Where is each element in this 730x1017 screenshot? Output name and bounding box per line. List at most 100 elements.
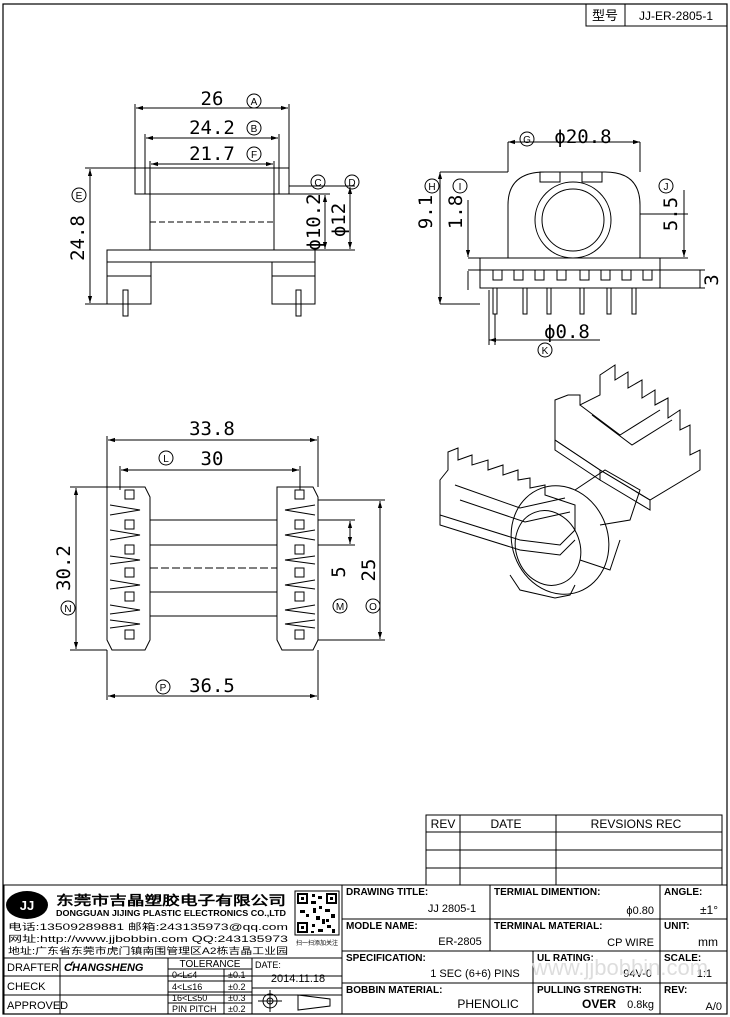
tolerance-value-2: ±0.2 xyxy=(228,982,245,992)
model-name-label: MODLE NAME: xyxy=(346,921,418,932)
mark-k: K xyxy=(542,346,549,357)
terminal-material-label: TERMINAL MATERIAL: xyxy=(494,921,603,932)
terminal-dimension-value: ϕ0.80 xyxy=(626,905,654,917)
unit-label: UNIT: xyxy=(664,921,690,932)
model-number-box: 型号 JJ-ER-2805-1 xyxy=(585,3,728,27)
drafter-label: DRAFTER xyxy=(7,962,59,974)
drawing-title-value: JJ 2805-1 xyxy=(428,903,476,915)
mark-e: E xyxy=(76,191,83,202)
title-block xyxy=(3,884,728,1015)
dim-5-5: 5.5 xyxy=(660,197,682,231)
dim-phi-12: ϕ12 xyxy=(328,203,350,237)
mark-h: H xyxy=(428,182,435,193)
side-view xyxy=(85,104,355,317)
mark-o: O xyxy=(369,602,377,613)
top-view xyxy=(70,436,385,700)
angle-label: ANGLE: xyxy=(664,887,702,898)
mark-a: A xyxy=(251,97,258,108)
check-label: CHECK xyxy=(7,981,46,993)
unit-value: mm xyxy=(698,935,718,949)
rev-value: A/0 xyxy=(705,1001,722,1013)
mark-m: M xyxy=(336,602,344,613)
dim-1-8: 1.8 xyxy=(445,195,467,229)
tolerance-value-1: ±0.1 xyxy=(228,970,245,980)
dim-24-2: 24.2 xyxy=(189,117,235,139)
dim-phi-10-2: ϕ10.2 xyxy=(303,193,325,250)
rev-label: REV: xyxy=(664,985,687,996)
tolerance-value-4: ±0.2 xyxy=(228,1004,245,1014)
rev-header: REV xyxy=(431,817,456,831)
date-header: DATE xyxy=(490,817,521,831)
dim-30-2: 30.2 xyxy=(53,545,75,591)
pulling-strength-over: OVER xyxy=(582,997,616,1011)
revision-table xyxy=(425,814,723,886)
pulling-strength-value: 0.8kg xyxy=(627,999,654,1011)
tolerance-range-2: 4<L≤16 xyxy=(172,982,202,992)
approved-label: APPROVED xyxy=(7,1000,68,1012)
company-logo: JJ xyxy=(6,891,48,919)
dim-21-7: 21.7 xyxy=(189,143,235,165)
mark-d: D xyxy=(348,178,355,189)
mark-f: F xyxy=(251,150,257,161)
tolerance-range-1: 0<L≤4 xyxy=(172,970,197,980)
tolerance-range-3: 16<L≤50 xyxy=(172,993,207,1003)
logo-text: JJ xyxy=(20,898,34,913)
scale-label: SCALE: xyxy=(664,953,701,964)
model-number: JJ-ER-2805-1 xyxy=(639,9,713,23)
dim-phi-20-8: ϕ20.8 xyxy=(554,126,611,148)
company-address: 地址:广东省东莞市虎门镇南围管理区A2栋吉晶工业园 xyxy=(8,945,288,956)
specification-value: 1 SEC (6+6) PINS xyxy=(430,968,520,980)
scale-value: 1:1 xyxy=(697,968,712,980)
ul-rating-value: 94V-0 xyxy=(623,968,652,980)
watermark: www.jjbobbin.com xyxy=(531,955,708,980)
mark-g: G xyxy=(523,135,531,146)
ul-rating-label: UL RATING: xyxy=(537,953,594,964)
dim-3: 3 xyxy=(701,274,723,285)
terminal-material-value: CP WIRE xyxy=(607,937,654,949)
mark-i: I xyxy=(459,182,462,193)
qr-caption: 扫一扫添加关注 xyxy=(296,939,338,947)
tolerance-value-3: ±0.3 xyxy=(228,993,245,1003)
drafter-signature: ƇHANGSHENG xyxy=(64,962,144,974)
top-view-marks xyxy=(60,450,381,695)
dim-36-5: 36.5 xyxy=(189,675,235,697)
dim-30: 30 xyxy=(201,448,224,470)
dim-phi-0-8: ϕ0.8 xyxy=(544,321,590,343)
date-value: 2014.11.18 xyxy=(271,973,325,985)
dim-25: 25 xyxy=(358,559,380,582)
bobbin-material-value: PHENOLIC xyxy=(457,997,519,1011)
tolerance-range-4: PIN PITCH xyxy=(172,1004,217,1014)
mark-p: P xyxy=(160,683,167,694)
company-name-cn: 东莞市吉晶塑胶电子有限公司 xyxy=(56,893,286,908)
end-view xyxy=(437,139,705,345)
sheet-border xyxy=(2,3,728,1015)
isometric-view xyxy=(439,364,701,599)
dim-9-1: 9.1 xyxy=(415,195,437,229)
terminal-dimension-label: TERMIAL DIMENTION: xyxy=(494,887,600,898)
revisions-rec-header: REVSIONS REC xyxy=(591,817,682,831)
drawing-title-label: DRAWING TITLE: xyxy=(346,887,428,898)
dim-26: 26 xyxy=(201,88,224,110)
mark-l: L xyxy=(163,454,169,465)
model-label: 型号 xyxy=(592,8,618,23)
model-name-value: ER-2805 xyxy=(438,936,481,948)
tolerance-title: TOLERANCE xyxy=(180,959,241,970)
mark-b: B xyxy=(251,124,258,135)
date-label: DATE: xyxy=(255,960,281,970)
dim-5: 5 xyxy=(328,566,350,577)
pulling-strength-label: PULLING STRENGTH: xyxy=(537,985,642,996)
specification-label: SPECIFICATION: xyxy=(346,953,426,964)
company-phone: 电话:13509289881 邮箱:243135973@qq.com xyxy=(8,921,288,932)
mark-n: N xyxy=(64,604,71,615)
dim-24-8: 24.8 xyxy=(67,215,89,261)
bobbin-material-label: BOBBIN MATERIAL: xyxy=(346,985,442,996)
end-view-marks xyxy=(424,131,674,358)
qr-code[interactable] xyxy=(294,890,340,936)
mark-c: C xyxy=(314,178,321,189)
dim-33-8: 33.8 xyxy=(189,418,235,440)
angle-value: ±1° xyxy=(700,903,718,917)
company-web: 网址:http://www.jjbobbin.com QQ:243135973 xyxy=(8,933,288,944)
mark-j: J xyxy=(664,182,669,193)
side-view-marks xyxy=(71,93,360,203)
